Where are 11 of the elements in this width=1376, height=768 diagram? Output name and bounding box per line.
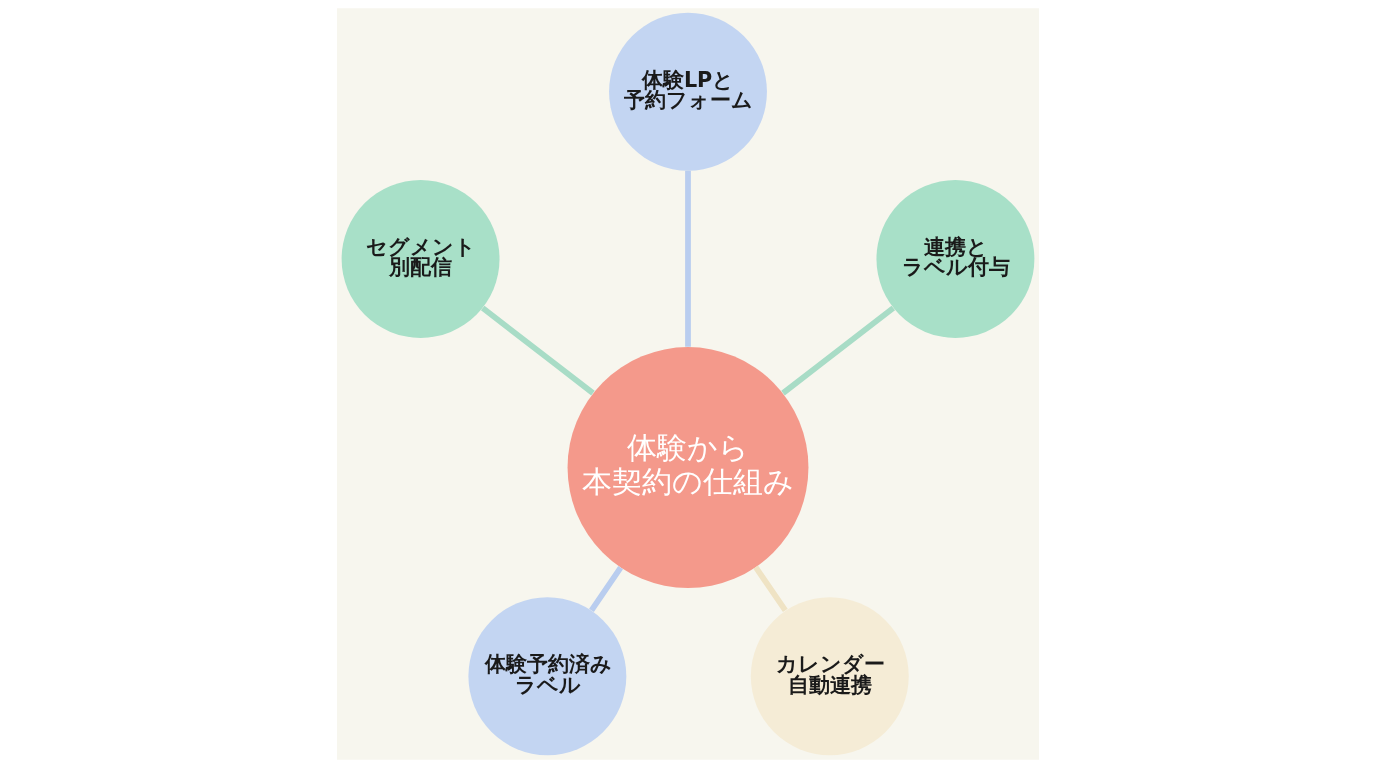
node-circle: 連携とラベル付与 xyxy=(876,179,1035,338)
connector xyxy=(753,565,788,612)
connector xyxy=(480,305,595,396)
connector xyxy=(685,170,691,347)
node-circle: カレンダー自動連携 xyxy=(750,597,909,756)
node-circle: セグメント別配信 xyxy=(341,179,500,338)
node-circle: 体験から本契約の仕組み xyxy=(567,347,809,589)
node-circle: 体験予約済みラベル xyxy=(468,597,627,756)
connector xyxy=(589,565,623,612)
node-circle: 体験LPと予約フォーム xyxy=(609,12,767,171)
connector xyxy=(781,305,896,396)
